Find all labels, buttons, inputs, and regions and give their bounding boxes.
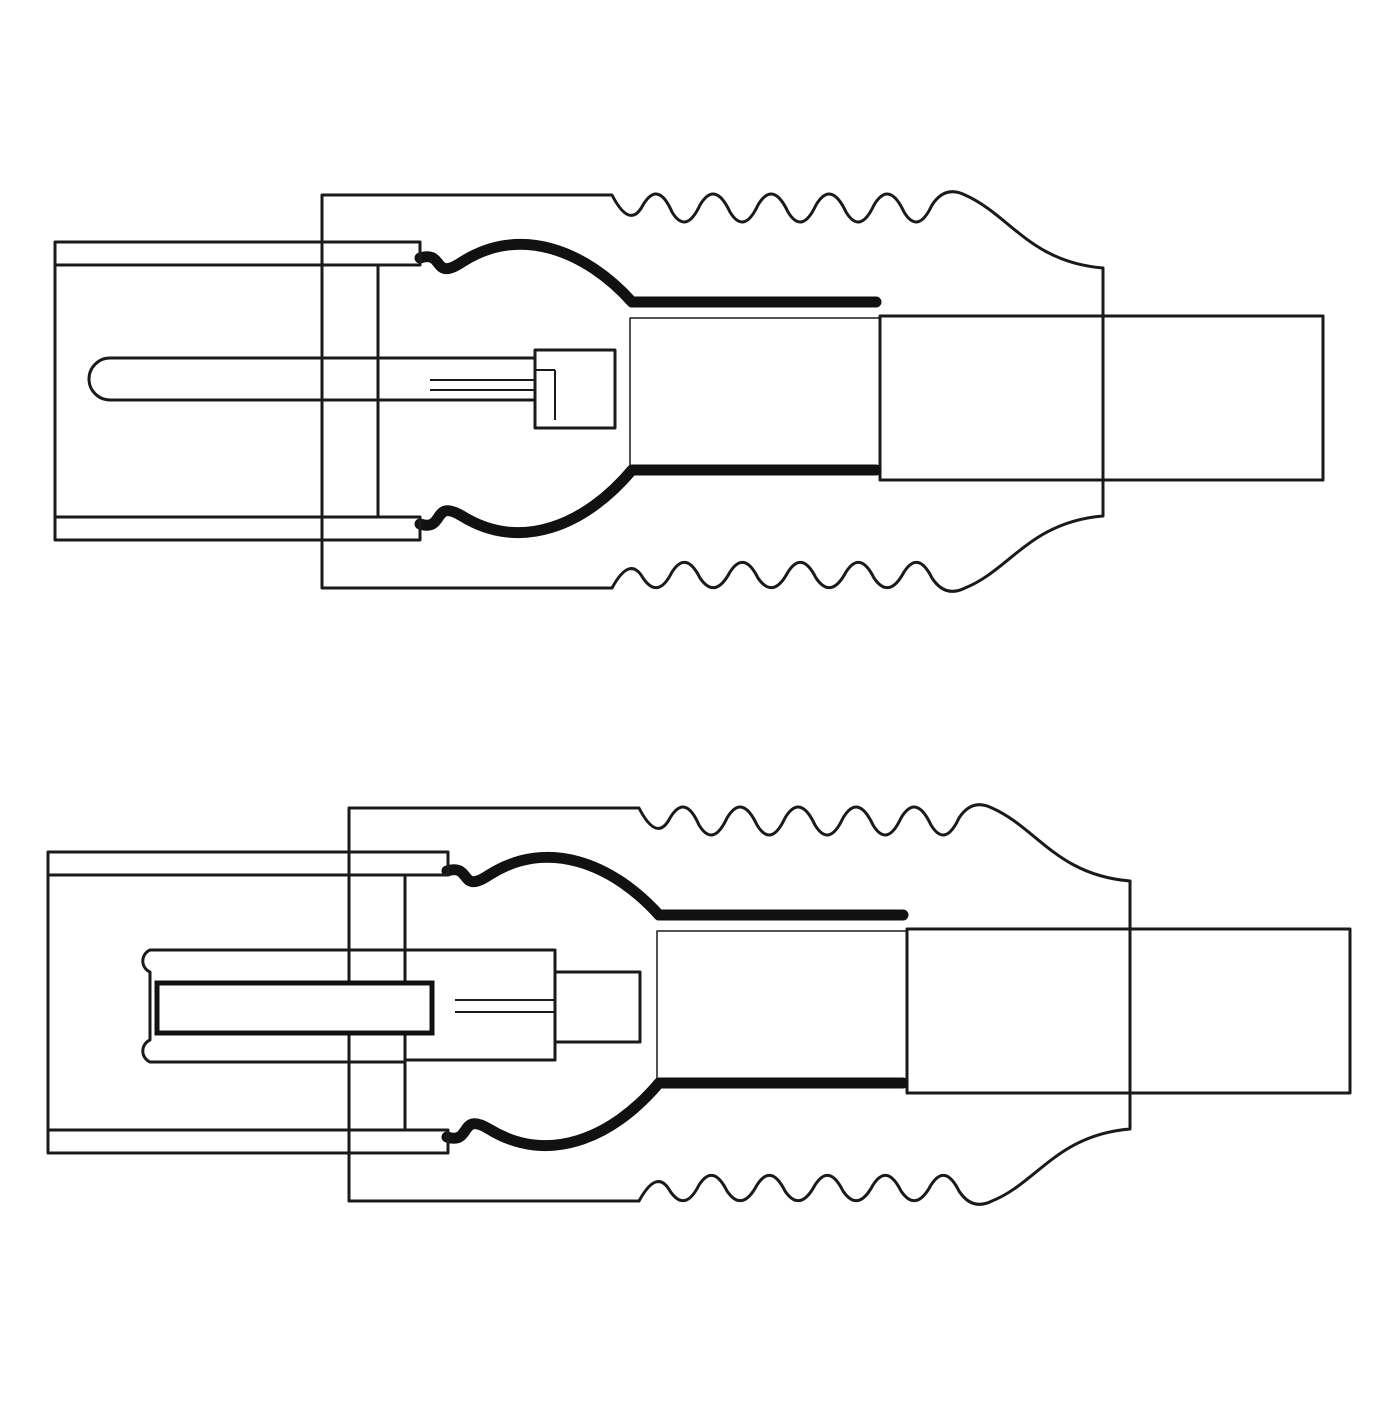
male-connector [53,192,1323,592]
socket-contact [141,948,642,1064]
socket-bore [154,980,435,1036]
center-pin [87,356,537,402]
connector-body [322,192,1323,592]
connector-body [349,805,1350,1205]
outer-sleeve [53,240,422,542]
pin-contact [430,348,617,430]
female-connector [46,805,1350,1205]
